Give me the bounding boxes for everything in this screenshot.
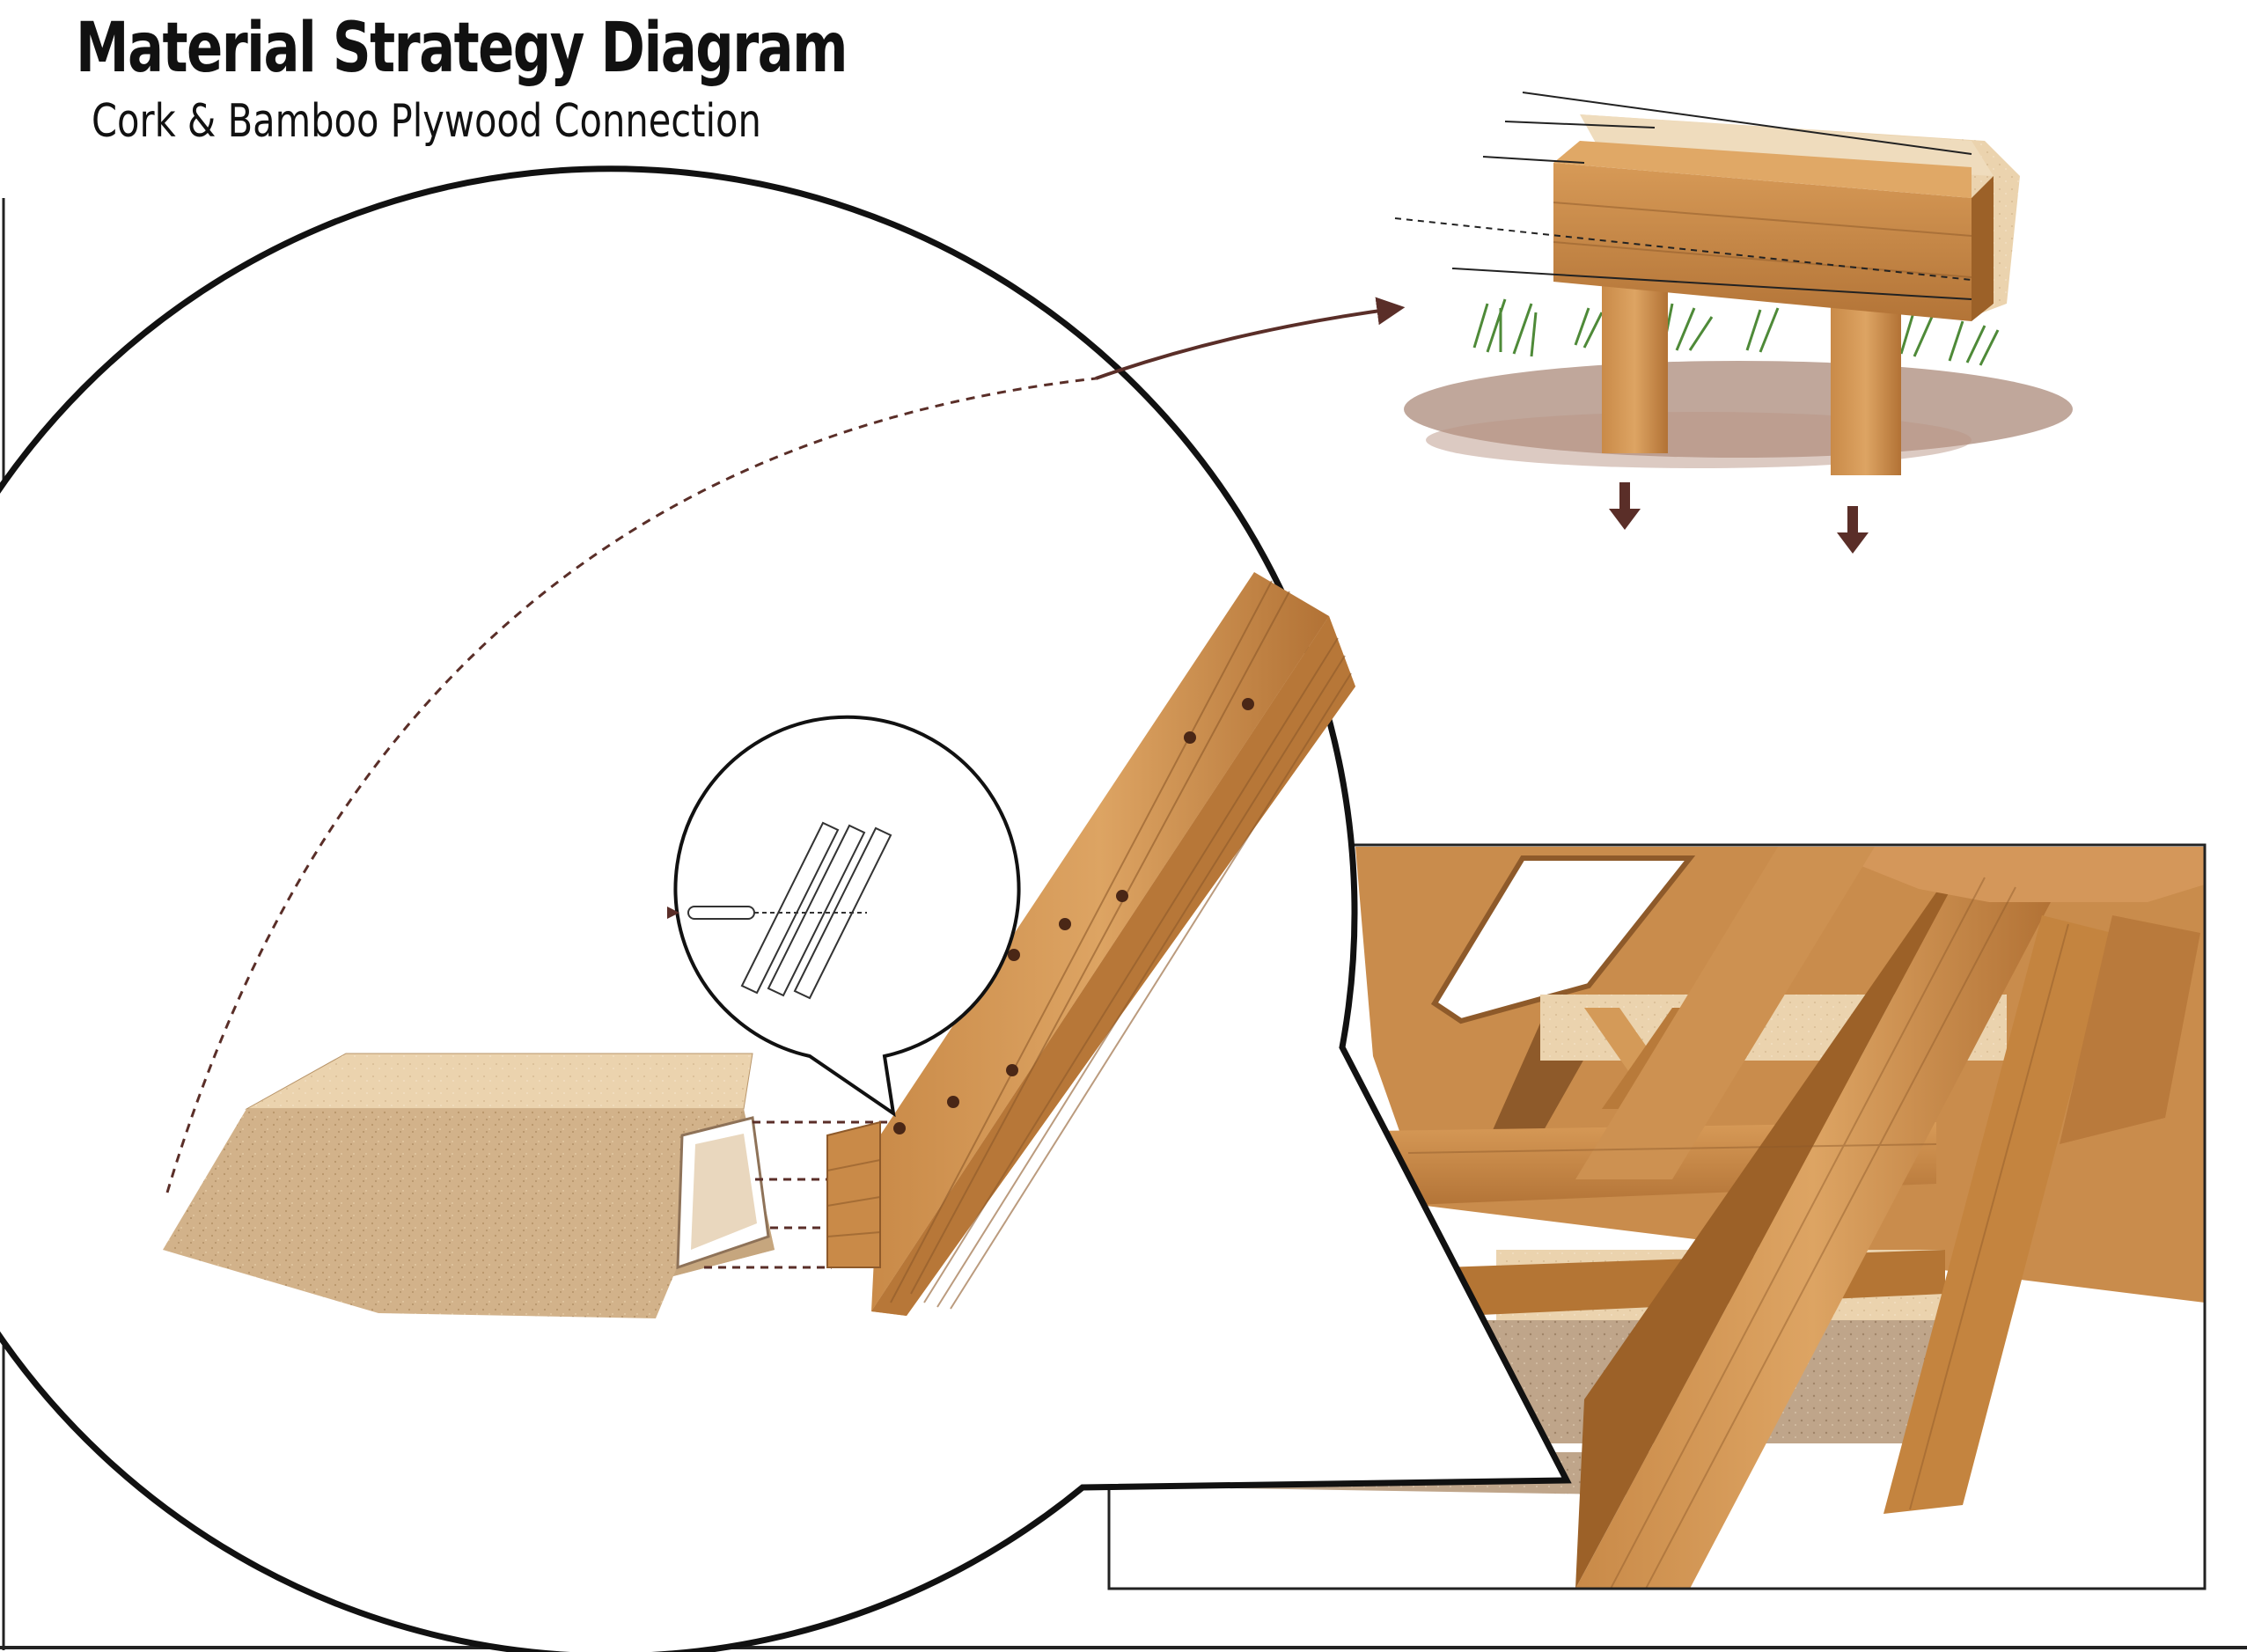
bolt-hole xyxy=(1116,890,1128,902)
bolt-hole xyxy=(1059,918,1071,930)
ground-bench-illustration xyxy=(1395,92,2073,554)
down-arrow-icon xyxy=(1837,506,1869,554)
bolt-hole xyxy=(1184,731,1196,744)
bolt-hole xyxy=(1008,949,1020,961)
bamboo-beam-end xyxy=(827,1122,880,1267)
bolt-hole xyxy=(1242,698,1254,710)
bolt-hole xyxy=(1006,1064,1018,1076)
bolt-hole xyxy=(947,1096,959,1108)
down-arrow-icon xyxy=(1609,482,1641,530)
bolt-hole xyxy=(893,1122,906,1134)
bench-bamboo-end xyxy=(1972,176,1994,321)
connection-arrow xyxy=(1096,308,1399,378)
